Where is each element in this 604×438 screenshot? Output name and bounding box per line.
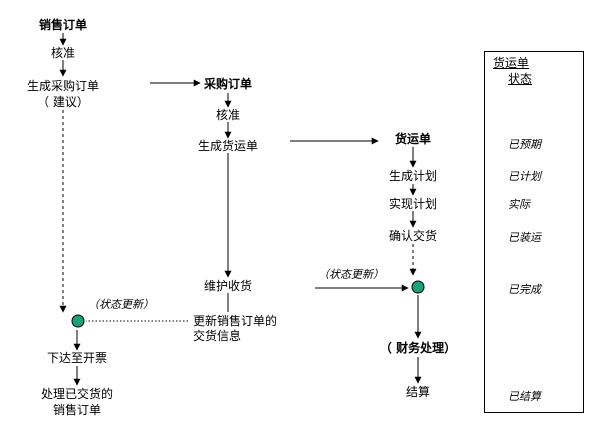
status-node-sales xyxy=(71,314,85,328)
shipment-title: 货运单 xyxy=(394,132,431,146)
update-so-delivery-label: 更新销售订单的 xyxy=(193,314,278,328)
status-anticipated: 已预期 xyxy=(508,138,541,151)
shipment-plan-label: 生成计划 xyxy=(388,169,437,183)
status-completed: 已完成 xyxy=(508,283,541,296)
sales-order-title: 销售订单 xyxy=(38,18,87,32)
update-so-delivery-label-2: 交货信息 xyxy=(193,329,242,343)
shipment-realize-label: 实现计划 xyxy=(388,197,437,211)
shipment-confirm-label: 确认交货 xyxy=(388,229,437,243)
status-panel-subheader: 状态 xyxy=(508,72,533,86)
status-actual: 实际 xyxy=(508,198,530,211)
status-settled: 已结算 xyxy=(508,390,541,403)
sales-order-approve: 核准 xyxy=(50,46,75,60)
finance-processing-label: （ 财务处理） xyxy=(379,341,457,355)
create-shipment-label: 生成货运单 xyxy=(197,139,258,153)
settlement-label: 结算 xyxy=(405,385,430,399)
process-delivered-label-2: 销售订单 xyxy=(52,403,101,417)
purchase-order-approve: 核准 xyxy=(215,108,240,122)
purchase-order-title: 采购订单 xyxy=(203,77,252,91)
status-panel-header: 货运单 xyxy=(493,56,530,70)
status-planned: 已计划 xyxy=(508,170,541,183)
create-po-label: 生成采购订单 xyxy=(26,79,99,93)
status-node-shipment xyxy=(411,280,425,294)
release-invoice-label: 下达至开票 xyxy=(46,351,107,365)
shipment-status-panel xyxy=(484,51,584,413)
status-shipped: 已装运 xyxy=(508,231,541,244)
status-update-label-left: （状态更新） xyxy=(88,298,154,311)
process-delivered-label: 处理已交货的 xyxy=(40,387,113,401)
maintain-receipt-label: 维护收货 xyxy=(203,279,252,293)
status-update-label-right: （状态更新） xyxy=(318,268,384,281)
create-po-suggest-label: （ 建议） xyxy=(37,95,89,109)
